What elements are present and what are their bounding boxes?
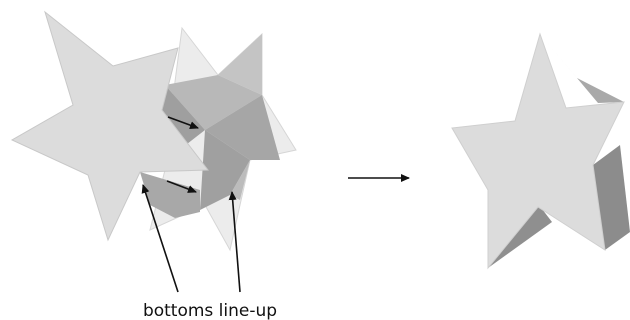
shadow-facet-1 bbox=[165, 75, 262, 130]
front-star-shape bbox=[10, 10, 209, 242]
side-face-right bbox=[593, 145, 630, 250]
front-star bbox=[10, 10, 209, 242]
pointer-arrow-right bbox=[228, 191, 241, 293]
shadow-facet-6 bbox=[140, 172, 200, 218]
side-face-bottom-left bbox=[488, 205, 552, 268]
shadow-facet-3 bbox=[205, 95, 280, 160]
result-star-face bbox=[451, 32, 625, 270]
caption-label: bottoms line-up bbox=[143, 301, 277, 320]
fold-arrow-lower bbox=[166, 180, 197, 193]
shadow-facet-7 bbox=[230, 160, 250, 200]
pointer-arrow-left bbox=[141, 184, 179, 293]
result-3d-star bbox=[451, 32, 630, 270]
fold-arrow-upper bbox=[167, 116, 199, 130]
shadow-facet-5 bbox=[200, 130, 250, 210]
shadow-facet-2 bbox=[218, 34, 262, 95]
